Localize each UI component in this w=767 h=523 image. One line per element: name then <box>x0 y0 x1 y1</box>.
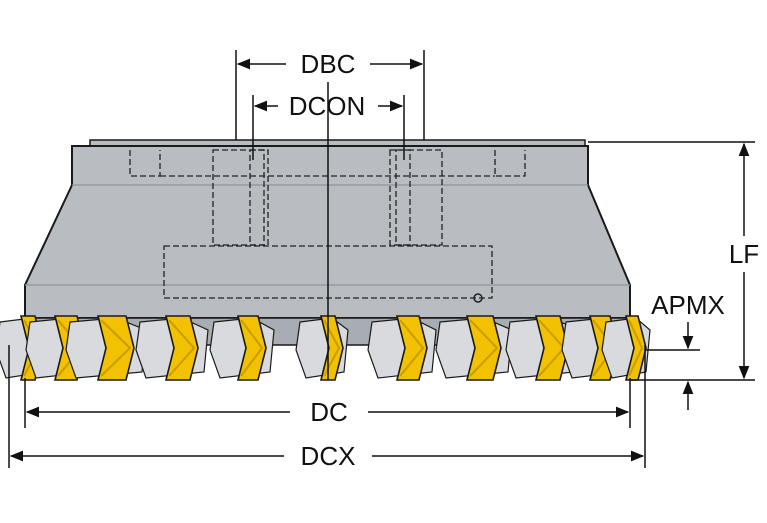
apmx-dimension <box>645 322 700 410</box>
cutting-insert <box>534 315 569 381</box>
dcx-dimension <box>8 345 646 468</box>
dbc-dimension <box>235 50 425 140</box>
dc-label: DC <box>310 397 348 427</box>
insert-edge <box>469 319 499 377</box>
dc-dimension <box>24 378 631 428</box>
dcx-label: DCX <box>301 441 356 471</box>
insert-edge <box>399 319 425 377</box>
insert-edge <box>628 319 644 377</box>
insert-edge <box>323 319 341 377</box>
dcon-dimension <box>252 95 405 160</box>
inserts-row <box>0 315 651 381</box>
lf-label: LF <box>729 239 759 269</box>
cutting-insert <box>395 315 428 381</box>
cutting-insert <box>164 315 199 381</box>
cutting-insert <box>236 315 267 381</box>
cutting-insert <box>319 315 344 381</box>
insert-edge <box>168 319 196 377</box>
cutting-insert <box>465 315 502 381</box>
lf-dimension <box>588 141 755 381</box>
dcon-label: DCON <box>289 91 366 121</box>
cutting-insert <box>96 315 135 381</box>
dbc-label: DBC <box>301 49 356 79</box>
insert-edge <box>100 319 132 377</box>
apmx-label: APMX <box>651 290 725 320</box>
insert-edge <box>240 319 264 377</box>
screw-hole <box>473 293 483 303</box>
